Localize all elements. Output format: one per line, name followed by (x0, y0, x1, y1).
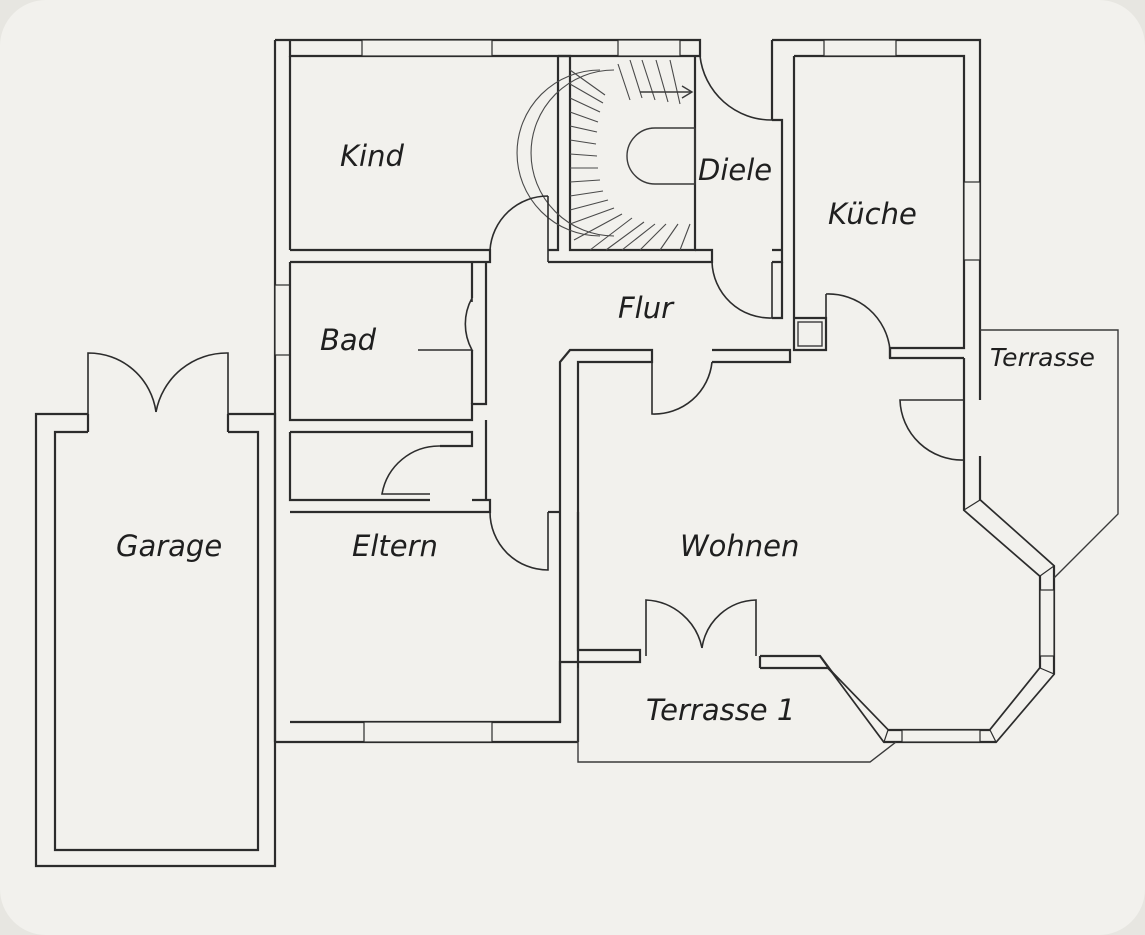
door-terrasse (899, 399, 965, 461)
window-eltern (363, 721, 493, 743)
window-kueche-side (963, 181, 981, 261)
label-flur: Flur (618, 291, 675, 325)
bay-window-walls (758, 400, 1056, 744)
door-wohnen (651, 361, 713, 415)
windows (274, 39, 981, 743)
door-eltern (489, 511, 549, 571)
window-diele (617, 39, 681, 57)
window-kind (361, 39, 493, 57)
interior-walls (288, 54, 828, 742)
label-garage: Garage (116, 529, 222, 563)
door-bad (418, 297, 474, 351)
label-wohnen: Wohnen (680, 529, 799, 563)
label-terrasse: Terrasse (990, 343, 1095, 372)
wohnen-side-walls (888, 330, 982, 400)
terrasse-1-outline (577, 668, 897, 763)
label-kind: Kind (340, 139, 404, 173)
entry-door-arc (699, 55, 773, 121)
label-eltern: Eltern (352, 529, 438, 563)
chimney-shaft (797, 321, 823, 347)
label-kueche: Küche (828, 197, 917, 231)
door-wc (381, 445, 441, 495)
label-terrasse-1: Terrasse 1 (646, 693, 795, 727)
window-kueche-top (823, 39, 897, 57)
door-diele (711, 261, 773, 319)
door-terrasse1-right (701, 599, 757, 656)
door-kueche (825, 293, 891, 351)
staircase (516, 59, 696, 251)
doors (381, 40, 965, 656)
door-kind (489, 195, 549, 262)
label-diele: Diele (698, 153, 772, 187)
window-bad (274, 284, 291, 356)
room-labels: Kind Diele Küche Bad Flur Terrasse Garag… (116, 139, 1095, 727)
garage-door-icon (87, 352, 229, 414)
garage-walls (34, 412, 277, 868)
label-bad: Bad (320, 323, 377, 357)
door-terrasse1-left (645, 599, 703, 656)
terrasse-right (980, 329, 1119, 579)
